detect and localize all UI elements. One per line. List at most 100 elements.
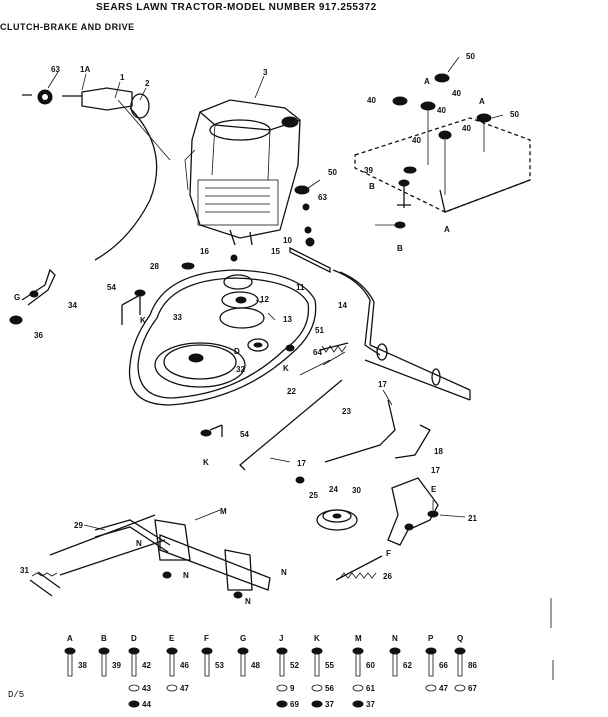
washer-shape <box>166 684 178 692</box>
callout-N: N <box>183 571 189 580</box>
drive-belt-and-pulleys <box>128 269 349 406</box>
cable-assembly <box>22 87 171 261</box>
hardware-item-G: G48 <box>237 634 260 677</box>
hardware-item-A: A 38 <box>64 634 87 677</box>
hardware-part-number: 43 <box>142 684 151 693</box>
callout-30: 30 <box>352 486 361 495</box>
callout-17: 17 <box>378 380 387 389</box>
callout-40: 40 <box>437 106 446 115</box>
hardware-part-number: 60 <box>366 661 375 670</box>
hardware-part-number: 56 <box>325 684 334 693</box>
hardware-part-number: 48 <box>251 661 260 670</box>
bolt-head-shape <box>98 647 110 655</box>
hardware-letter: B <box>101 634 107 643</box>
callout-34: 34 <box>68 301 77 310</box>
bolt-head-shape <box>64 647 76 655</box>
callout-13: 13 <box>283 315 292 324</box>
callout-33: 33 <box>173 313 182 322</box>
callout-F: F <box>386 549 391 558</box>
callout-40: 40 <box>367 96 376 105</box>
callout-17: 17 <box>431 466 440 475</box>
callout-17: 17 <box>297 459 306 468</box>
callout-25: 25 <box>309 491 318 500</box>
callout-A: A <box>444 225 450 234</box>
hardware-part-number: 38 <box>78 661 87 670</box>
callout-K: K <box>140 316 146 325</box>
linkage-rods <box>239 246 471 471</box>
nut-shape <box>352 700 364 708</box>
bolt-head-shape <box>389 647 401 655</box>
nut-shape <box>128 700 140 708</box>
callout-15: 15 <box>271 247 280 256</box>
callout-12: 12 <box>260 295 269 304</box>
callout-B: B <box>397 244 403 253</box>
hardware-part-number: 69 <box>290 700 299 709</box>
callout-3: 3 <box>263 68 268 77</box>
washer-shape <box>352 684 364 692</box>
bolt-head-shape <box>276 647 288 655</box>
callout-29: 29 <box>74 521 83 530</box>
washer-shape <box>454 684 466 692</box>
callout-50: 50 <box>510 110 519 119</box>
bolt-shank-shape <box>131 654 137 677</box>
bolt-shank-shape <box>314 654 320 677</box>
callout-K: K <box>203 458 209 467</box>
callout-10: 10 <box>283 236 292 245</box>
callout-63: 63 <box>318 193 327 202</box>
callout-50: 50 <box>328 168 337 177</box>
footer-code: D/5 <box>8 690 25 700</box>
lower-right-parts <box>295 476 439 581</box>
callout-K: K <box>283 364 289 373</box>
callout-A: A <box>424 77 430 86</box>
hardware-letter: E <box>169 634 175 643</box>
hardware-letter: M <box>355 634 362 643</box>
hardware-part-number: 42 <box>142 661 151 670</box>
hardware-letter: K <box>314 634 320 643</box>
hardware-legend: A38B39D424344E4647F53G48J52969K555637M60… <box>64 634 477 709</box>
callout-54: 54 <box>240 430 249 439</box>
callout-A: A <box>479 97 485 106</box>
bolt-shank-shape <box>428 654 434 677</box>
bolt-head-shape <box>237 647 249 655</box>
callout-2: 2 <box>145 79 150 88</box>
hardware-letter: A <box>67 634 73 643</box>
callout-36: 36 <box>34 331 43 340</box>
hardware-part-number: 66 <box>439 661 448 670</box>
bolt-shank-shape <box>240 654 246 677</box>
hardware-part-number: 44 <box>142 700 151 709</box>
hardware-part-number: 37 <box>366 700 375 709</box>
bolt-shank-shape <box>204 654 210 677</box>
hardware-item-B: B39 <box>98 634 121 677</box>
bolt-head-shape <box>454 647 466 655</box>
callout-50: 50 <box>466 52 475 61</box>
bolt-head-shape <box>166 647 178 655</box>
callout-64: 64 <box>313 348 322 357</box>
bolt-shank-shape <box>392 654 398 677</box>
callout-31: 31 <box>20 566 29 575</box>
engine-small-parts <box>181 179 321 270</box>
washer-shape <box>425 684 437 692</box>
hardware-part-number: 62 <box>403 661 412 670</box>
callout-16: 16 <box>200 247 209 256</box>
callout-G: G <box>14 293 20 302</box>
hardware-part-number: 67 <box>468 684 477 693</box>
callout-40: 40 <box>462 124 471 133</box>
callout-labels: 63 1A 1 2 3 50 40 40 40 50 40 A A A B B … <box>14 52 519 606</box>
hardware-item-N: N 62 <box>389 634 412 677</box>
callout-1: 1 <box>120 73 125 82</box>
callout-11: 11 <box>296 283 305 292</box>
bolt-shank-shape <box>279 654 285 677</box>
bolt-head-shape <box>201 647 213 655</box>
bolt-shank-shape <box>169 654 175 677</box>
callout-39: 39 <box>364 166 373 175</box>
bolt-shank-shape <box>67 654 73 677</box>
bolt-shank-shape <box>101 654 107 677</box>
hardware-part-number: 37 <box>325 700 334 709</box>
hardware-letter: N <box>392 634 398 643</box>
hardware-letter: F <box>204 634 209 643</box>
